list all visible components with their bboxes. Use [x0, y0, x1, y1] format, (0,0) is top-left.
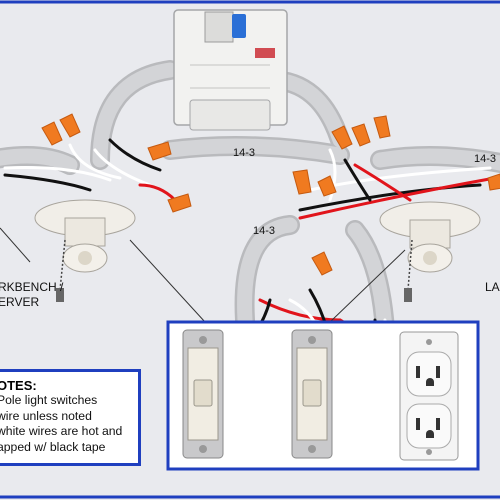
cable-label-right: 14-3	[474, 153, 496, 165]
note-line: wire unless noted	[0, 408, 92, 423]
left-lamp-holder	[34, 199, 136, 302]
cable-label-middle: 14-3	[253, 225, 275, 237]
circuit-breaker	[173, 9, 288, 131]
wire-nut-icon	[487, 173, 500, 191]
light-switch-left	[182, 329, 224, 459]
outlet-receptacle	[399, 331, 459, 461]
wire-nut-icon	[167, 193, 192, 213]
left-junction-wires	[3, 138, 177, 202]
pointer-line	[329, 249, 406, 323]
pointer-line	[0, 227, 31, 263]
wire-nut-icon	[147, 141, 172, 161]
note-line: white wires are hot and	[0, 424, 123, 438]
wire-nut-icon	[41, 121, 63, 146]
pointer-line	[129, 239, 206, 323]
right-fixture-label: LA	[485, 280, 500, 294]
wire-nut-icon	[331, 125, 353, 150]
wire-nut-icon	[59, 113, 81, 138]
wire-nut-icon	[317, 175, 337, 197]
right-lamp-holder	[379, 201, 481, 302]
notes-box: OTES: Pole light switches wire unless no…	[0, 369, 141, 466]
wire-nuts	[41, 113, 500, 276]
wire-nut-icon	[292, 169, 312, 195]
cable-label-top: 14-3	[233, 147, 255, 159]
notes-title: OTES:	[0, 378, 37, 393]
wire-nut-icon	[311, 251, 333, 276]
left-fixture-label-line1: RKBENCH /	[0, 280, 64, 294]
light-switch-right	[291, 329, 333, 459]
wire-nut-icon	[351, 123, 371, 147]
note-line: apped w/ black tape	[0, 439, 106, 454]
left-fixture-label-line2: ERVER	[0, 295, 39, 309]
breaker-handle-icon	[232, 14, 246, 38]
wire-nut-icon	[373, 115, 391, 139]
note-line: Pole light switches	[0, 393, 98, 407]
